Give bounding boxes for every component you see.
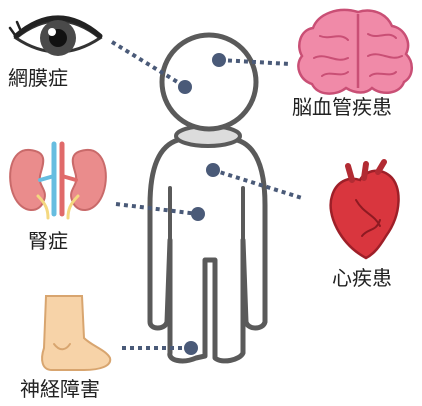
kidney-icon bbox=[10, 144, 106, 218]
marker-kidney bbox=[191, 207, 205, 221]
marker-eye bbox=[178, 80, 192, 94]
foot-icon bbox=[42, 296, 110, 370]
heart-icon bbox=[331, 162, 399, 258]
marker-heart bbox=[206, 163, 220, 177]
nephropathy-label: 腎症 bbox=[28, 231, 68, 251]
heart-disease-label: 心疾患 bbox=[332, 268, 392, 288]
marker-brain bbox=[212, 53, 226, 67]
human-body-icon bbox=[150, 35, 265, 361]
cerebrovascular-disease-label: 脳血管疾患 bbox=[292, 97, 392, 117]
retinopathy-label: 網膜症 bbox=[8, 68, 68, 88]
neuropathy-label: 神経障害 bbox=[20, 379, 100, 399]
eye-icon bbox=[10, 18, 100, 56]
marker-foot bbox=[184, 341, 198, 355]
brain-icon bbox=[298, 10, 411, 94]
